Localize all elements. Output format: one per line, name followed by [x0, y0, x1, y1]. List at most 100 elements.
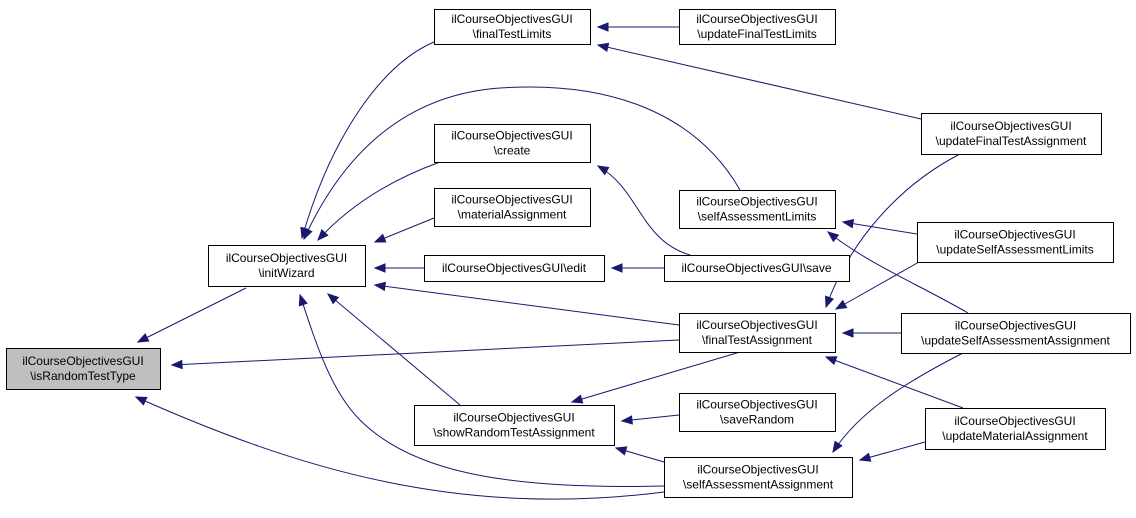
node-box — [925, 408, 1106, 450]
node-box — [679, 393, 836, 432]
node-box — [208, 245, 366, 287]
node-label-line: ilCourseObjectivesGUI — [954, 228, 1075, 242]
edge-update-material-assignment-to-final-test-assignment — [824, 356, 964, 409]
node-label-line: ilCourseObjectivesGUI\save — [681, 261, 831, 275]
edge-line — [832, 352, 964, 453]
edge-create-to-init-wizard — [317, 161, 441, 241]
arrowhead-icon — [317, 229, 329, 241]
node-label-line: ilCourseObjectivesGUI — [696, 318, 817, 332]
arrowhead-icon — [825, 295, 835, 309]
node-box — [664, 255, 850, 282]
arrowhead-icon — [841, 328, 854, 338]
arrowhead-icon — [373, 233, 387, 243]
node-show-random-test-assignment[interactable]: ilCourseObjectivesGUI\showRandomTestAssi… — [414, 405, 615, 446]
node-edit[interactable]: ilCourseObjectivesGUI\edit — [424, 255, 605, 282]
arrowhead-icon — [614, 446, 628, 456]
edge-line — [835, 261, 920, 310]
node-label-line: ilCourseObjectivesGUI — [451, 129, 572, 143]
edge-update-self-assessment-limits-to-final-test-assignment — [834, 261, 920, 310]
arrowhead-icon — [826, 231, 840, 243]
node-label-line: ilCourseObjectivesGUI\edit — [442, 261, 587, 275]
edge-line — [842, 221, 918, 235]
edge-edit-to-init-wizard — [373, 263, 424, 273]
node-final-test-limits[interactable]: ilCourseObjectivesGUI\finalTestLimits — [434, 9, 591, 45]
nodes-layer: ilCourseObjectivesGUI\isRandomTestType il… — [6, 9, 1131, 498]
node-box — [6, 348, 161, 390]
node-label-line: \saveRandom — [720, 413, 794, 427]
arrowhead-icon — [170, 359, 183, 370]
node-label-line: \finalTestAssignment — [702, 333, 813, 347]
node-label-line: \create — [494, 144, 531, 158]
node-create[interactable]: ilCourseObjectivesGUI\create — [434, 124, 591, 163]
node-update-self-assessment-assignment[interactable]: ilCourseObjectivesGUI\updateSelfAssessme… — [901, 313, 1131, 354]
edge-update-self-assessment-limits-to-self-assessment-limits — [841, 219, 918, 235]
edge-self-assessment-limits-to-init-wizard — [303, 86, 741, 241]
node-self-assessment-limits[interactable]: ilCourseObjectivesGUI\selfAssessmentLimi… — [679, 190, 836, 229]
arrowhead-icon — [136, 333, 150, 343]
node-box — [434, 124, 591, 163]
edge-show-random-test-assignment-to-init-wizard — [326, 293, 461, 406]
edge-line — [571, 351, 741, 403]
arrowhead-icon — [298, 293, 308, 307]
arrowhead-icon — [373, 263, 386, 273]
node-label-line: ilCourseObjectivesGUI — [451, 193, 572, 207]
node-label-line: ilCourseObjectivesGUI — [955, 319, 1076, 333]
node-label-line: ilCourseObjectivesGUI — [697, 463, 818, 477]
arrowhead-icon — [858, 452, 872, 462]
arrowhead-icon — [596, 165, 610, 176]
node-update-final-test-assignment[interactable]: ilCourseObjectivesGUI\updateFinalTestAss… — [921, 113, 1102, 155]
node-label-line: ilCourseObjectivesGUI — [451, 12, 572, 26]
node-final-test-assignment[interactable]: ilCourseObjectivesGUI\finalTestAssignmen… — [679, 313, 836, 353]
node-label-line: \updateFinalTestLimits — [697, 27, 816, 41]
arrowhead-icon — [303, 227, 313, 241]
edge-update-self-assessment-assignment-to-self-assessment-assignment — [832, 352, 964, 454]
node-init-wizard[interactable]: ilCourseObjectivesGUI\initWizard — [208, 245, 366, 287]
arrowhead-icon — [620, 415, 633, 425]
node-box — [679, 9, 836, 45]
node-update-final-test-limits[interactable]: ilCourseObjectivesGUI\updateFinalTestLim… — [679, 9, 836, 45]
arrowhead-icon — [596, 42, 610, 52]
edge-init-wizard-to-is-random-test-type — [136, 287, 247, 343]
node-label-line: ilCourseObjectivesGUI — [696, 12, 817, 26]
edge-line — [137, 287, 247, 343]
edge-line — [317, 161, 441, 241]
node-label-line: ilCourseObjectivesGUI — [226, 251, 347, 265]
edge-final-test-assignment-to-init-wizard — [373, 281, 680, 326]
edge-self-assessment-assignment-to-show-random-test-assignment — [614, 446, 665, 463]
edge-line — [374, 284, 680, 326]
node-material-assignment[interactable]: ilCourseObjectivesGUI\materialAssignment — [434, 188, 591, 227]
node-self-assessment-assignment[interactable]: ilCourseObjectivesGUI\selfAssessmentAssi… — [664, 457, 853, 498]
node-save[interactable]: ilCourseObjectivesGUI\save — [664, 255, 850, 282]
node-update-self-assessment-limits[interactable]: ilCourseObjectivesGUI\updateSelfAssessme… — [917, 222, 1114, 263]
node-box — [434, 9, 591, 45]
edge-line — [825, 356, 964, 409]
edge-line — [374, 217, 435, 243]
node-label-line: ilCourseObjectivesGUI — [696, 398, 817, 412]
edge-update-self-assessment-assignment-to-final-test-assignment — [841, 328, 901, 338]
node-box — [434, 188, 591, 227]
node-label-line: \updateSelfAssessmentLimits — [936, 243, 1093, 257]
node-label-line: \showRandomTestAssignment — [433, 426, 595, 440]
arrowhead-icon — [834, 299, 848, 310]
edge-save-random-to-show-random-test-assignment — [620, 414, 680, 425]
edge-update-final-test-assignment-to-final-test-assignment — [825, 153, 961, 309]
node-label-line: ilCourseObjectivesGUI — [453, 411, 574, 425]
node-label-line: \materialAssignment — [458, 208, 567, 222]
edge-line — [825, 153, 961, 308]
edge-line — [597, 44, 922, 120]
edge-line — [135, 396, 665, 500]
node-box — [679, 190, 836, 229]
edge-line — [827, 231, 969, 314]
edge-line — [171, 339, 680, 366]
node-update-material-assignment[interactable]: ilCourseObjectivesGUI\updateMaterialAssi… — [925, 408, 1106, 450]
node-box — [901, 313, 1131, 354]
node-label-line: \selfAssessmentLimits — [698, 210, 817, 224]
arrowhead-icon — [134, 396, 148, 406]
edge-update-self-assessment-assignment-to-self-assessment-limits — [826, 231, 969, 314]
node-label-line: \selfAssessmentAssignment — [683, 478, 834, 492]
arrowhead-icon — [610, 263, 623, 273]
arrowhead-icon — [373, 281, 387, 292]
node-is-random-test-type[interactable]: ilCourseObjectivesGUI\isRandomTestType — [6, 348, 161, 390]
node-save-random[interactable]: ilCourseObjectivesGUI\saveRandom — [679, 393, 836, 432]
